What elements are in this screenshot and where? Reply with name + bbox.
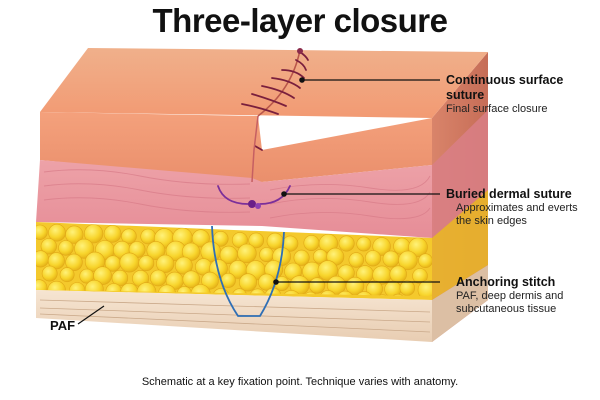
fat-lobule bbox=[375, 294, 391, 296]
fat-lobule bbox=[93, 266, 112, 286]
fat-lobule bbox=[408, 237, 428, 258]
fat-lobule bbox=[174, 256, 193, 275]
fat-lobule bbox=[309, 277, 326, 294]
paf-label: PAF bbox=[50, 318, 76, 333]
fat-lobule bbox=[248, 232, 265, 249]
callout-buried-sub: Approximates and everts the skin edges bbox=[456, 202, 578, 227]
fat-lobule bbox=[59, 267, 75, 283]
fat-lobule bbox=[382, 250, 400, 268]
continuous-surface-suture bbox=[241, 51, 309, 151]
fat-lobule bbox=[355, 291, 374, 296]
fat-lobule bbox=[191, 229, 210, 248]
dermis-fibers bbox=[43, 169, 431, 220]
callout-buried-suture: Buried dermal suture Approximates and ev… bbox=[446, 187, 586, 228]
fat-lobule bbox=[65, 253, 83, 271]
fat-lobule bbox=[364, 250, 382, 267]
fat-lobule bbox=[103, 225, 122, 243]
fat-lobule bbox=[366, 280, 383, 296]
fat-lobule bbox=[74, 238, 95, 259]
fat-lobule bbox=[156, 254, 175, 273]
fat-lobule bbox=[231, 288, 248, 296]
fat-lobule bbox=[58, 240, 74, 256]
fat-lobule bbox=[389, 265, 407, 283]
fat-lobule bbox=[338, 235, 355, 252]
fat-lobule bbox=[326, 275, 346, 295]
dermis-layer bbox=[36, 160, 432, 238]
fat-lobule bbox=[348, 252, 364, 268]
wound-edge-front bbox=[251, 115, 259, 183]
fat-lobule bbox=[65, 225, 84, 244]
fat-lobule bbox=[372, 237, 391, 256]
fat-lobule bbox=[303, 235, 320, 252]
fat-lobule bbox=[399, 280, 415, 296]
leader-dot-buried bbox=[281, 191, 287, 197]
fat-lobule bbox=[146, 241, 166, 260]
fat-lobule bbox=[293, 249, 310, 266]
fat-lobule bbox=[83, 224, 104, 244]
fat-lobule bbox=[249, 288, 266, 296]
fat-lobule bbox=[418, 253, 432, 269]
page-title: Three-layer closure bbox=[152, 2, 448, 39]
fat-lobule bbox=[150, 269, 167, 287]
callout-anchoring-stitch: Anchoring stitch PAF, deep dermis and su… bbox=[446, 275, 586, 316]
fat-lobule bbox=[119, 252, 140, 273]
block-side-dermis bbox=[432, 110, 488, 238]
epidermis-layer bbox=[40, 112, 432, 182]
fat-lobule bbox=[121, 228, 137, 245]
leader-dots bbox=[273, 77, 305, 285]
anchoring-stitch bbox=[211, 225, 285, 317]
surface-suture-knot bbox=[297, 48, 303, 54]
buried-suture-knot-2 bbox=[255, 203, 261, 209]
block-side-fat bbox=[432, 190, 488, 300]
fat-lobule bbox=[356, 236, 372, 252]
skin-top-surface bbox=[40, 48, 488, 118]
fat-lobule bbox=[398, 250, 418, 271]
fat-lobule bbox=[40, 238, 57, 255]
fascia-fibers bbox=[39, 299, 431, 333]
callout-anchoring-heading: Anchoring stitch bbox=[456, 275, 556, 289]
leader-paf bbox=[77, 305, 105, 325]
leader-lines bbox=[77, 79, 440, 325]
fat-lobule bbox=[36, 250, 49, 268]
fat-lobule bbox=[412, 268, 428, 284]
leader-dot-surface bbox=[299, 77, 305, 83]
block-side-fascia bbox=[432, 265, 488, 342]
fat-lobule bbox=[41, 265, 58, 282]
callout-buried-heading: Buried dermal suture bbox=[446, 187, 572, 201]
fat-lobule bbox=[36, 224, 48, 240]
fat-lobule bbox=[201, 271, 219, 290]
figure-caption: Schematic at a key fixation point. Techn… bbox=[141, 376, 459, 388]
fat-lobule bbox=[389, 293, 407, 296]
leader-dot-anchoring bbox=[273, 279, 279, 285]
callout-anchoring-sub: PAF, deep dermis and subcutaneous tissue bbox=[456, 290, 564, 315]
fat-lobule bbox=[237, 243, 257, 264]
fat-lobule bbox=[417, 279, 432, 296]
fat-lobule bbox=[259, 247, 274, 262]
fat-lobule bbox=[337, 264, 355, 282]
fat-lobule bbox=[182, 270, 201, 289]
callout-surface-heading: Continuous surface suture bbox=[446, 73, 564, 102]
callout-surface-suture: Continuous surface suture Final surface … bbox=[446, 73, 600, 116]
fat-lobule bbox=[266, 232, 284, 250]
fat-lobule bbox=[317, 260, 338, 281]
fat-lobule bbox=[47, 252, 65, 270]
buried-suture-knot bbox=[248, 200, 256, 208]
fat-lobule bbox=[239, 273, 258, 292]
buried-dermal-suture bbox=[217, 185, 291, 205]
fat-lobule bbox=[138, 255, 155, 272]
incision-line-top bbox=[257, 49, 301, 117]
callout-surface-sub: Final surface closure bbox=[446, 103, 548, 115]
